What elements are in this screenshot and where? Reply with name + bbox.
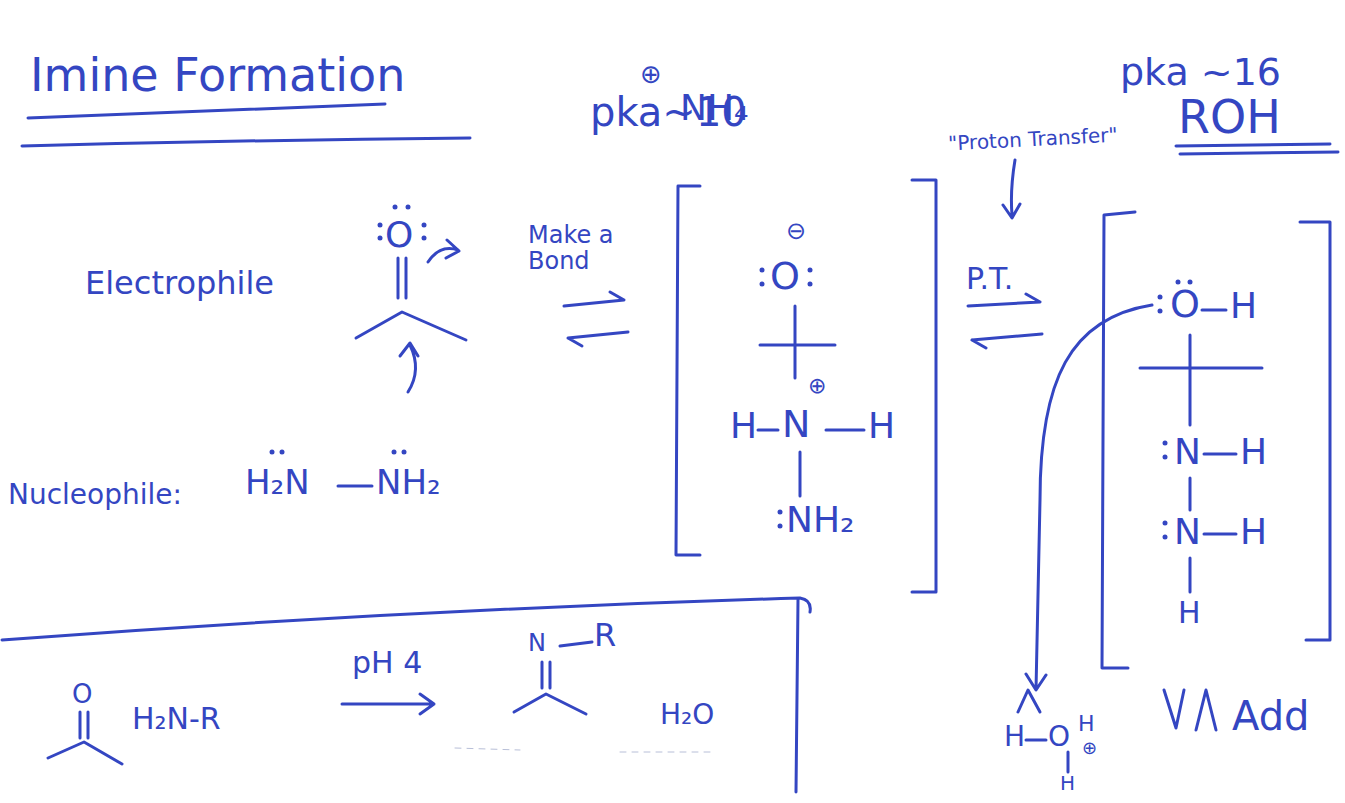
curved-arrow [400,343,418,392]
carbonyl [356,258,466,340]
bond [1026,739,1046,742]
underline [22,138,470,146]
atom: H [868,406,895,446]
charge: ⊖ [786,218,806,244]
atom: H [1230,286,1257,326]
smudge [455,748,710,752]
atom-group: NH₂ [786,500,854,540]
equilibrium-arrow [968,294,1040,306]
reaction-arrow [342,694,434,714]
bracket [912,180,936,592]
atom: O [1048,722,1070,753]
equilibrium-arrow [568,332,628,346]
atom: R [594,618,616,653]
atom: N [782,404,810,446]
formula: H₂O [660,700,714,731]
bond [338,485,372,488]
atom: O [1170,284,1200,326]
atom: H [1240,512,1267,552]
curved-arrow [1018,690,1040,712]
curved-arrow [1026,305,1152,690]
atom: O [385,215,413,255]
note: "Proton Transfer" [948,124,1119,155]
atom: N [1174,432,1201,472]
underline [28,104,385,118]
title: Imine Formation [30,50,405,101]
formula: NH₄ [680,88,748,128]
role-label: Nucleophile: [8,480,182,511]
formula: ROH [1178,92,1281,143]
condition: pH 4 [352,646,422,679]
note: Add [1232,694,1309,738]
carbonyl [48,712,122,764]
bond [758,306,864,496]
step-label: P.T. [966,262,1013,295]
curved-arrow [428,240,459,262]
bracket [676,186,700,555]
pka-note: pka ~16 [1120,52,1281,94]
pointer-arrow [1003,160,1020,218]
box-line [2,598,810,792]
charge: ⊕ [808,374,826,398]
atom: O [770,256,800,298]
atom: H [1060,772,1075,794]
charge: ⊕ [1082,738,1097,758]
role-label: Electrophile [85,266,274,301]
imine-bonds [514,642,592,714]
bracket [1300,222,1330,640]
equilibrium-arrow [564,292,624,306]
atom: H [1240,432,1267,472]
step-label: Make a Bond [528,222,648,275]
atom: N [528,630,546,656]
bracket [1102,212,1135,668]
atom-group: H₂N [245,464,310,501]
underline [1176,144,1338,154]
atom: H [730,406,757,446]
charge: ⊕ [640,60,662,89]
arrow-mark [1164,690,1216,730]
bond [1067,752,1070,772]
atom: O [72,680,92,709]
atom-group: NH₂ [376,464,441,501]
atom: N [1174,512,1201,552]
formula: H₂N-R [132,702,221,735]
equilibrium-arrow [972,334,1042,348]
atom: H [1004,722,1025,753]
atom: H [1078,712,1095,736]
atom: H [1178,596,1201,629]
lone-pairs [270,205,1193,540]
